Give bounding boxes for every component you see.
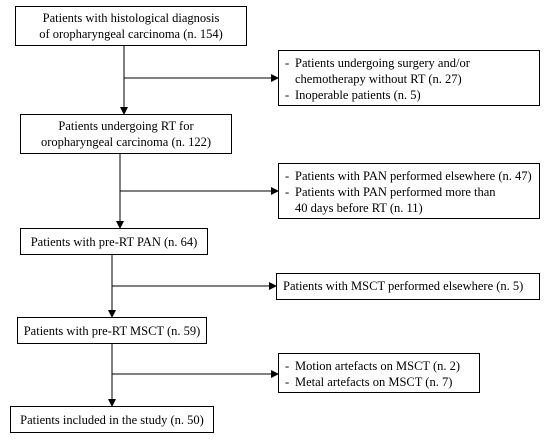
exclusion-4-item-1-line-1: Motion artefacts on MSCT (n. 2) <box>295 359 461 373</box>
bullet: - <box>285 359 290 373</box>
bullet: - <box>285 88 290 102</box>
step-box-3: Patients with pre-RT PAN (n. 64) <box>20 228 208 255</box>
exclusion-2-item-2-line-1: Patients with PAN performed more than <box>295 185 496 199</box>
exclusion-box-1: - Patients undergoing surgery and/or che… <box>278 50 540 106</box>
exclusion-2-item-2-line-2: 40 days before RT (n. 11) <box>295 201 423 215</box>
step-3-line-1: Patients with pre-RT PAN (n. 64) <box>30 234 198 249</box>
exclusion-2-item-1: - Patients with PAN performed elsewhere … <box>285 168 533 184</box>
step-4-line-1: Patients with pre-RT MSCT (n. 59) <box>23 323 201 338</box>
exclusion-1-item-2-line-1: Inoperable patients (n. 5) <box>295 88 421 102</box>
exclusion-4-item-2-line-1: Metal artefacts on MSCT (n. 7) <box>295 375 453 389</box>
exclusion-1-item-2: - Inoperable patients (n. 5) <box>285 87 533 103</box>
exclusion-3-item-1: Patients with MSCT performed elsewhere (… <box>283 278 533 294</box>
exclusion-2-item-2: - Patients with PAN performed more than … <box>285 184 533 216</box>
bullet: - <box>285 185 290 199</box>
exclusion-3-item-1-line-1: Patients with MSCT performed elsewhere (… <box>283 279 524 293</box>
step-box-1: Patients with histological diagnosis of … <box>15 6 247 46</box>
step-1-line-2: of oropharyngeal carcinoma (n. 154) <box>39 27 223 41</box>
bullet: - <box>285 56 290 70</box>
exclusion-box-2: - Patients with PAN performed elsewhere … <box>278 163 540 219</box>
exclusion-2-item-1-line-1: Patients with PAN performed elsewhere (n… <box>295 169 532 183</box>
step-2-line-1: Patients undergoing RT for <box>58 119 194 133</box>
bullet: - <box>285 375 290 389</box>
step-1-line-1: Patients with histological diagnosis <box>42 11 220 25</box>
exclusion-1-item-1: - Patients undergoing surgery and/or che… <box>285 55 533 87</box>
exclusion-1-item-1-line-1: Patients undergoing surgery and/or <box>295 56 470 70</box>
step-2-line-2: oropharyngeal carcinoma (n. 122) <box>40 135 212 149</box>
step-box-2: Patients undergoing RT for oropharyngeal… <box>20 114 232 154</box>
exclusion-box-4: - Motion artefacts on MSCT (n. 2) - Meta… <box>278 353 480 393</box>
exclusion-box-3: Patients with MSCT performed elsewhere (… <box>276 273 540 300</box>
bullet: - <box>285 169 290 183</box>
exclusion-4-item-2: - Metal artefacts on MSCT (n. 7) <box>285 374 473 390</box>
step-5-line-1: Patients included in the study (n. 50) <box>20 412 204 427</box>
exclusion-1-item-1-line-2: chemotherapy without RT (n. 27) <box>295 72 462 86</box>
exclusion-4-item-1: - Motion artefacts on MSCT (n. 2) <box>285 358 473 374</box>
